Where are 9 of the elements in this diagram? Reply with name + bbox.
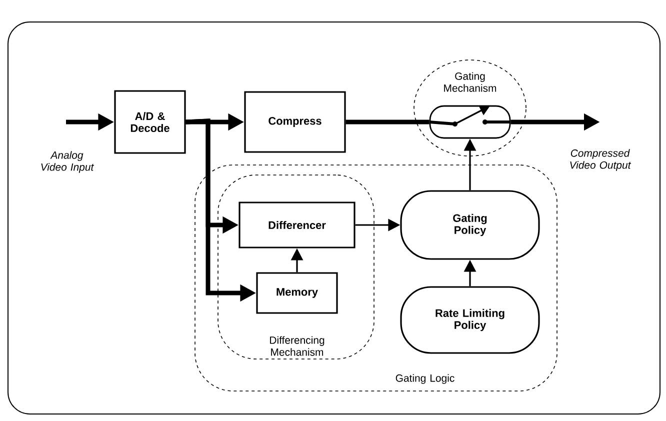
policy-pill: Rate Limiting Policy bbox=[400, 286, 540, 354]
io-label: Analog Video Input bbox=[41, 151, 94, 173]
process-box: Differencer bbox=[238, 202, 356, 248]
policy-pill: Gating Policy bbox=[400, 190, 540, 260]
process-box: A/D & Decode bbox=[114, 90, 186, 154]
switch-drawing bbox=[429, 105, 511, 139]
process-box: Memory bbox=[256, 272, 338, 314]
io-label: Compressed Video Output bbox=[570, 149, 632, 171]
process-box: Compress bbox=[244, 91, 346, 153]
